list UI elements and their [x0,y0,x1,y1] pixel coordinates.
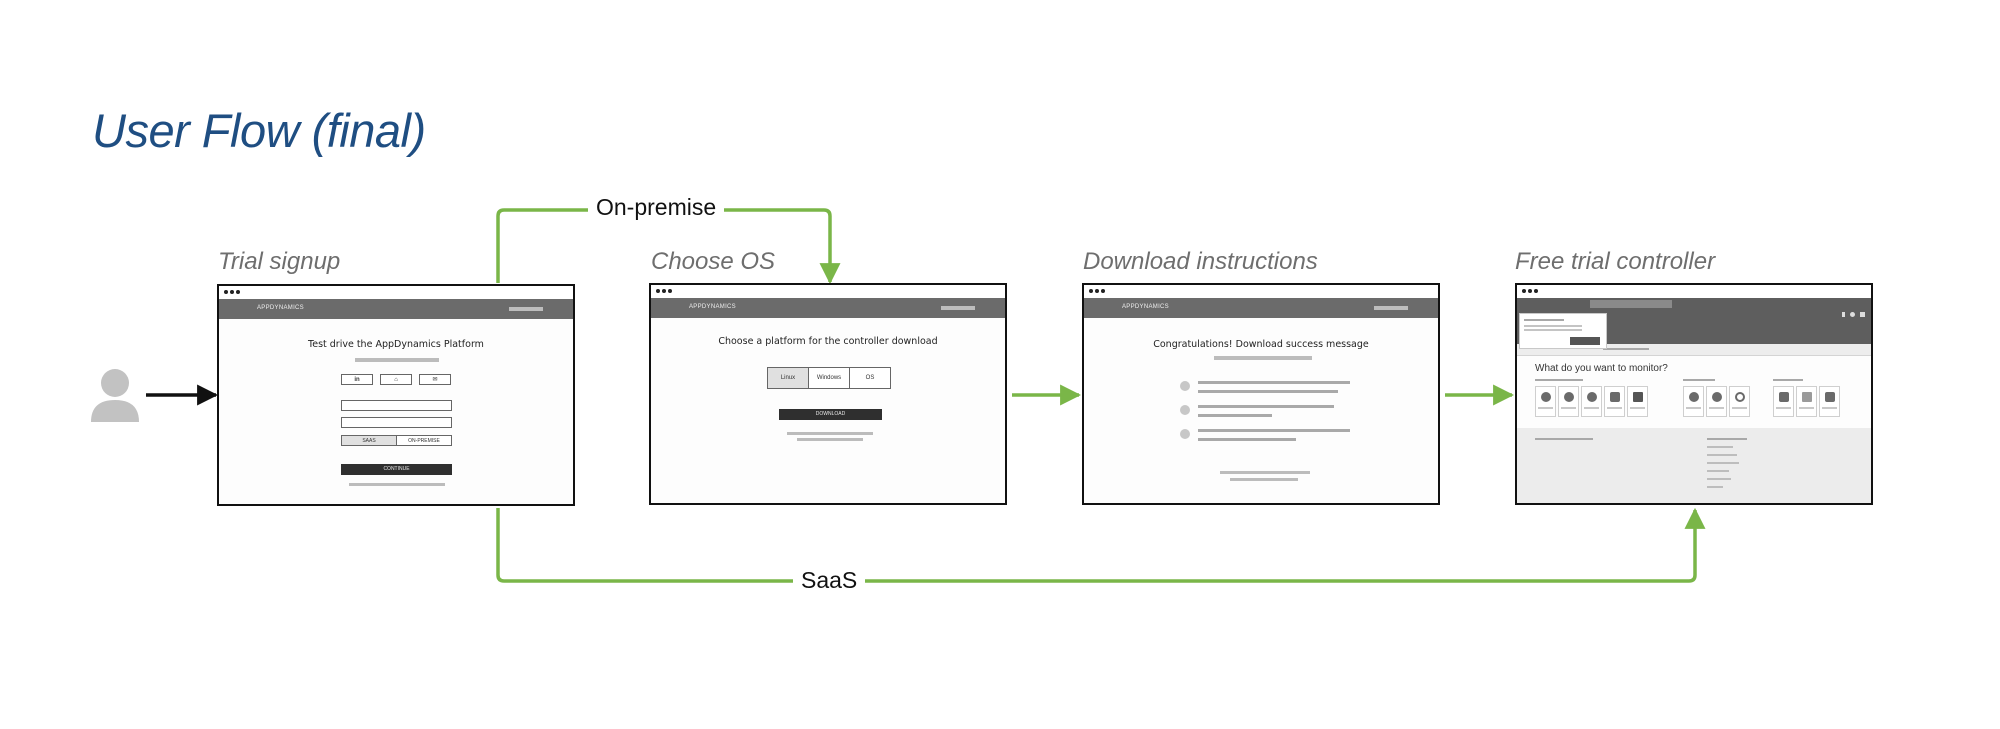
settings-icon[interactable] [1850,312,1855,317]
help-icon[interactable] [1842,312,1845,317]
linux-option[interactable]: Linux [767,367,809,389]
user-menu-icon[interactable] [1860,312,1865,317]
app-header: APPDYNAMICS [651,298,1005,318]
monitor-tile[interactable] [1773,386,1794,417]
page-title: User Flow (final) [92,104,426,157]
on-premise-label: On-premise [588,194,725,221]
email-field[interactable] [341,400,452,411]
step-title-choose-os: Choose OS [651,248,776,275]
step-title-controller: Free trial controller [1515,248,1716,275]
browser-chrome [1517,285,1871,298]
category-label [1683,379,1715,381]
monitor-tile[interactable] [1683,386,1704,417]
app-header: APPDYNAMICS [219,299,573,319]
category-label [1535,379,1583,381]
download-instructions-screen: APPDYNAMICS Congratulations! Download su… [1082,283,1440,505]
saas-label: SaaS [793,567,866,594]
saas-arrow [496,507,1706,583]
browser-chrome [651,285,1005,298]
password-field[interactable] [341,417,452,428]
app-header: APPDYNAMICS [1084,298,1438,318]
choose-os-heading: Choose a platform for the controller dow… [718,336,938,347]
continue-button[interactable]: CONTINUE [341,464,452,475]
browser-chrome [1084,285,1438,298]
os-option[interactable]: OS [849,367,891,389]
step-bullet [1180,429,1190,439]
linkedin-button[interactable]: in [341,374,373,385]
download-heading: Congratulations! Download success messag… [1153,339,1369,350]
monitor-tile[interactable] [1729,386,1750,417]
trial-signup-screen: APPDYNAMICS Test drive the AppDynamics P… [217,284,575,506]
windows-option[interactable]: Windows [808,367,850,389]
step-bullet [1180,381,1190,391]
popup-button[interactable] [1570,337,1600,345]
monitor-question: What do you want to monitor? [1535,363,1668,374]
step-title-download: Download instructions [1083,248,1318,275]
appdynamics-logo: APPDYNAMICS [689,304,736,310]
monitor-tile[interactable] [1796,386,1817,417]
welcome-popup [1519,313,1607,349]
controller-footer [1517,428,1871,503]
free-trial-controller-screen: What do you want to monitor? [1515,283,1873,505]
github-button[interactable]: ⌂ [380,374,412,385]
download-button[interactable]: DOWNLOAD [779,409,882,420]
appdynamics-logo: APPDYNAMICS [257,305,304,311]
category-label [1773,379,1803,381]
monitor-tile[interactable] [1604,386,1625,417]
monitor-tile[interactable] [1558,386,1579,417]
step-bullet [1180,405,1190,415]
monitor-tile[interactable] [1535,386,1556,417]
monitor-tile[interactable] [1819,386,1840,417]
user-icon [91,369,139,422]
signup-heading: Test drive the AppDynamics Platform [308,339,484,350]
monitor-tile[interactable] [1627,386,1648,417]
on-premise-toggle[interactable]: ON-PREMISE [396,435,452,446]
monitor-tile[interactable] [1581,386,1602,417]
browser-chrome [219,286,573,299]
choose-os-screen: APPDYNAMICS Choose a platform for the co… [649,283,1007,505]
step-title-trial-signup: Trial signup [218,248,341,275]
google-button[interactable]: ✉ [419,374,451,385]
appdynamics-logo: APPDYNAMICS [1122,304,1169,310]
saas-toggle[interactable]: SAAS [341,435,397,446]
controller-tab[interactable] [1590,300,1672,308]
monitor-tile[interactable] [1706,386,1727,417]
